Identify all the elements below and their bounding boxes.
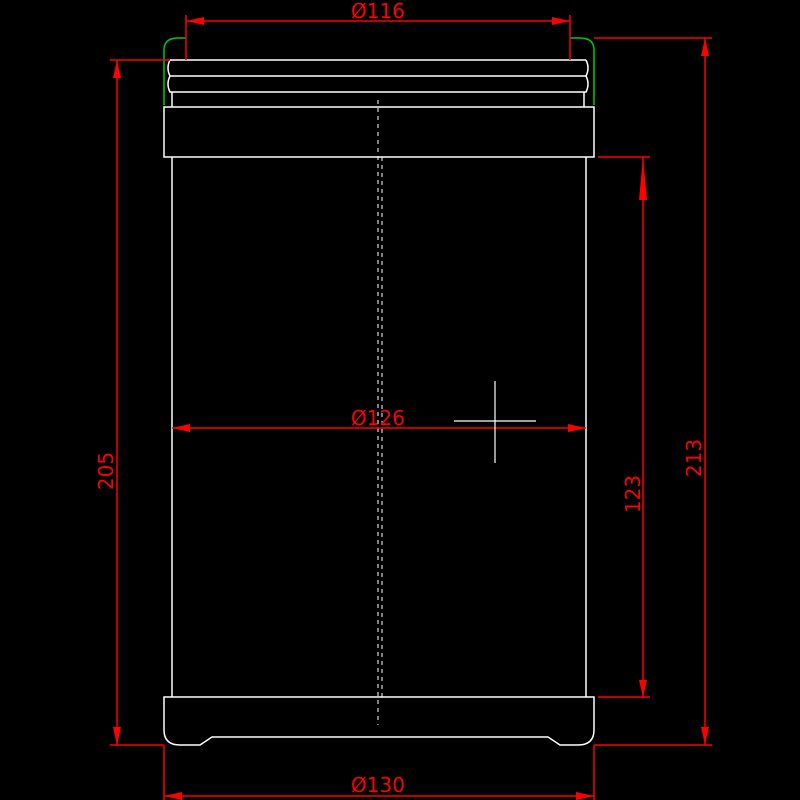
arrow-inner-right bbox=[568, 424, 586, 432]
top-diameter-label: Ø116 bbox=[351, 0, 405, 23]
canister-outline bbox=[163, 59, 595, 746]
arrow-bottom-left bbox=[164, 792, 182, 800]
crosshair-cursor-icon bbox=[454, 381, 536, 463]
bottom-diameter-label: Ø130 bbox=[351, 773, 405, 797]
selected-top-outline bbox=[163, 37, 595, 105]
right-height-label: 213 bbox=[682, 439, 706, 477]
inner-height-label: 123 bbox=[621, 475, 645, 513]
cap-band bbox=[163, 106, 595, 158]
dimension-labels: Ø116 Ø126 Ø130 205 213 123 bbox=[94, 0, 706, 797]
arrow-inner-height-bottom bbox=[639, 680, 647, 697]
arrow-right-bottom bbox=[701, 727, 709, 745]
inner-diameter-label: Ø126 bbox=[351, 406, 405, 430]
arrow-top-left bbox=[186, 17, 204, 25]
arrow-left-top bbox=[113, 60, 121, 78]
arrow-top-right bbox=[552, 17, 570, 25]
arrow-inner-left bbox=[172, 424, 190, 432]
thread-ring-3 bbox=[167, 75, 589, 93]
dimension-arrows bbox=[113, 17, 709, 800]
base-band bbox=[163, 696, 595, 746]
arrow-inner-height-top bbox=[639, 157, 647, 200]
arrow-left-bottom bbox=[113, 727, 121, 745]
left-height-label: 205 bbox=[94, 452, 118, 490]
dimension-lines bbox=[110, 15, 712, 800]
arrow-right-top bbox=[701, 38, 709, 56]
hidden-lines bbox=[377, 100, 586, 725]
arrow-bottom-right bbox=[576, 792, 594, 800]
thread-ring-2 bbox=[167, 59, 589, 77]
